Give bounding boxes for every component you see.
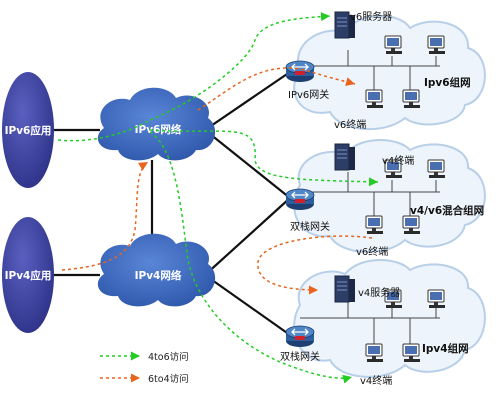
computer-icon [365,343,384,363]
v6-terminal-label: v6终端 [356,245,388,258]
green-4to6-paths [57,12,379,384]
ipv4-app-ellipse: IPv4应用 [2,217,54,333]
computer-icon [402,215,421,235]
ipv6-network-label: IPv6网络 [135,123,182,136]
v6-terminal-label: v6终端 [334,118,366,131]
computer-icon [365,215,384,235]
v4-terminal-label: v4终端 [360,374,392,387]
computer-icon [427,35,446,55]
ipv4-network-label: IPv4网络 [135,269,182,282]
dual-stack-gateway-label: 双栈网关 [290,220,330,233]
v4-terminal-label: v4终端 [382,154,414,167]
router-icon [285,325,315,348]
ipv4-network-cloud: IPv4网络 [97,233,216,307]
computer-icon [402,343,421,363]
computer-icon [365,89,384,109]
orange-6to4-paths [61,67,373,295]
computer-icon [427,289,446,309]
computer-icon [427,159,446,179]
v6-server-label: v6服务器 [350,10,392,23]
ipv6-app-ellipse: IPv6应用 [2,72,54,188]
ipv6-network-cloud: IPv6网络 [97,87,216,161]
mixed-group-label: v4/v6混合组网 [410,204,484,217]
ipv6-group-label: Ipv6组网 [424,76,471,89]
legend: 4to6访问 6to4访问 [100,351,189,385]
v4-server-label: v4服务器 [358,286,400,299]
ipv6-gateway-label: IPv6网关 [288,88,329,101]
legend-green-label: 4to6访问 [148,351,189,363]
computer-icon [402,89,421,109]
ipv4-group-label: Ipv4组网 [422,342,469,355]
computer-icon [384,35,403,55]
ipv4-app-label: IPv4应用 [5,269,52,282]
site-lan-lines [300,50,440,344]
ipv6-app-label: IPv6应用 [5,124,52,137]
dual-stack-gateway-label: 双栈网关 [280,350,320,363]
ipv6-site-cloud [293,14,486,130]
legend-orange-label: 6to4访问 [148,373,189,385]
server-icon [334,143,356,171]
physical-links [48,71,291,336]
server-icon [334,275,356,303]
router-icon [285,188,315,211]
